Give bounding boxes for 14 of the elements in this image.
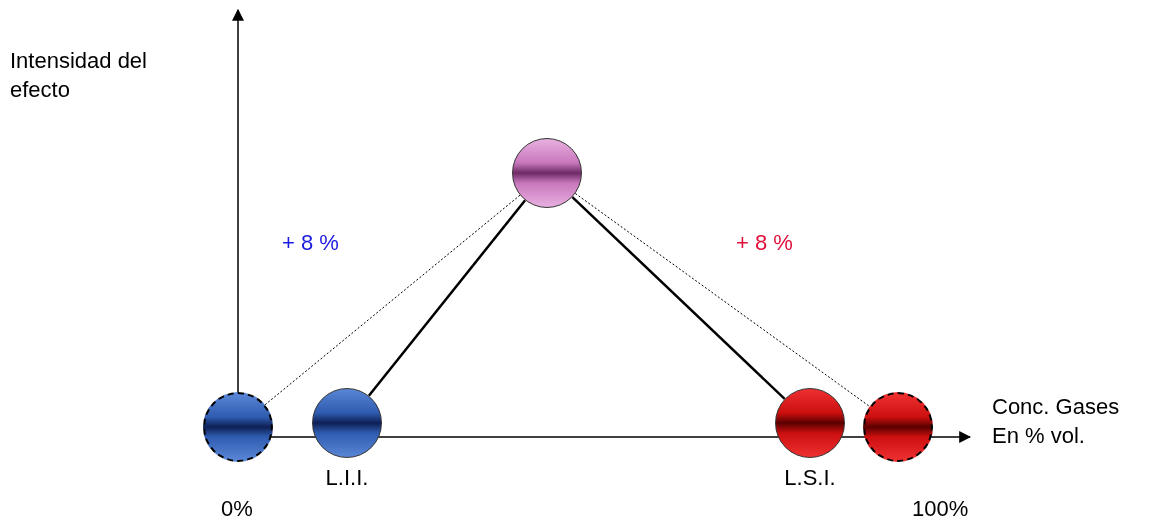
limit-label: L.I.I. [324, 465, 370, 491]
circle [775, 388, 845, 458]
circle [512, 138, 582, 208]
connector-line [571, 196, 786, 400]
connector-line [367, 199, 527, 397]
tick-label: 100% [912, 495, 970, 521]
axis-title: Conc. Gases En % vol. [992, 393, 1121, 450]
limit-label: L.S.I. [783, 465, 837, 491]
tick-label: 0% [221, 495, 254, 521]
percent-label: + 8 % [736, 229, 794, 257]
dotted-line [264, 194, 521, 406]
percent-label: + 8 % [282, 229, 340, 257]
axis-title: Intensidad del efecto [10, 47, 148, 104]
dotted-line [574, 193, 871, 407]
